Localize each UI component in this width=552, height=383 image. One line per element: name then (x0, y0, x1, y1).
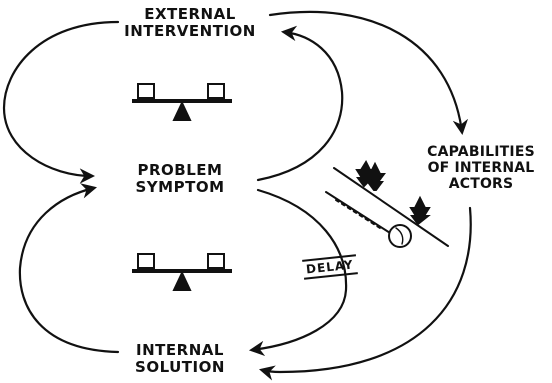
node-capabilities-of-internal-actors: CAPABILITIES OF INTERNAL ACTORS (410, 144, 552, 192)
node-label-line: SOLUTION (135, 358, 225, 376)
node-label-line: SYMPTOM (135, 178, 225, 196)
balance-icon-bottom (132, 253, 232, 291)
node-label-line: OF INTERNAL (427, 160, 535, 176)
node-label-line: EXTERNAL (144, 5, 236, 23)
node-label-line: ACTORS (448, 176, 514, 192)
node-label-line: INTERVENTION (124, 22, 256, 40)
arrow-intervention-to-capabilities (268, 10, 469, 136)
node-label-line: INTERNAL (136, 341, 224, 359)
node-external-intervention: EXTERNAL INTERVENTION (110, 6, 270, 40)
arrow-solution-to-symptom (18, 183, 120, 354)
arrow-capabilities-to-solution (259, 206, 472, 381)
downhill-slope-icon (325, 159, 449, 248)
node-label-line: PROBLEM (137, 161, 223, 179)
arrow-symptom-to-intervention (256, 25, 344, 182)
node-problem-symptom: PROBLEM SYMPTOM (110, 162, 250, 196)
node-internal-solution: INTERNAL SOLUTION (110, 342, 250, 376)
node-label-line: CAPABILITIES (427, 144, 535, 160)
balance-icon-top (132, 83, 232, 121)
arrow-intervention-to-symptom (2, 20, 120, 184)
arrow-symptom-to-solution (248, 188, 348, 357)
